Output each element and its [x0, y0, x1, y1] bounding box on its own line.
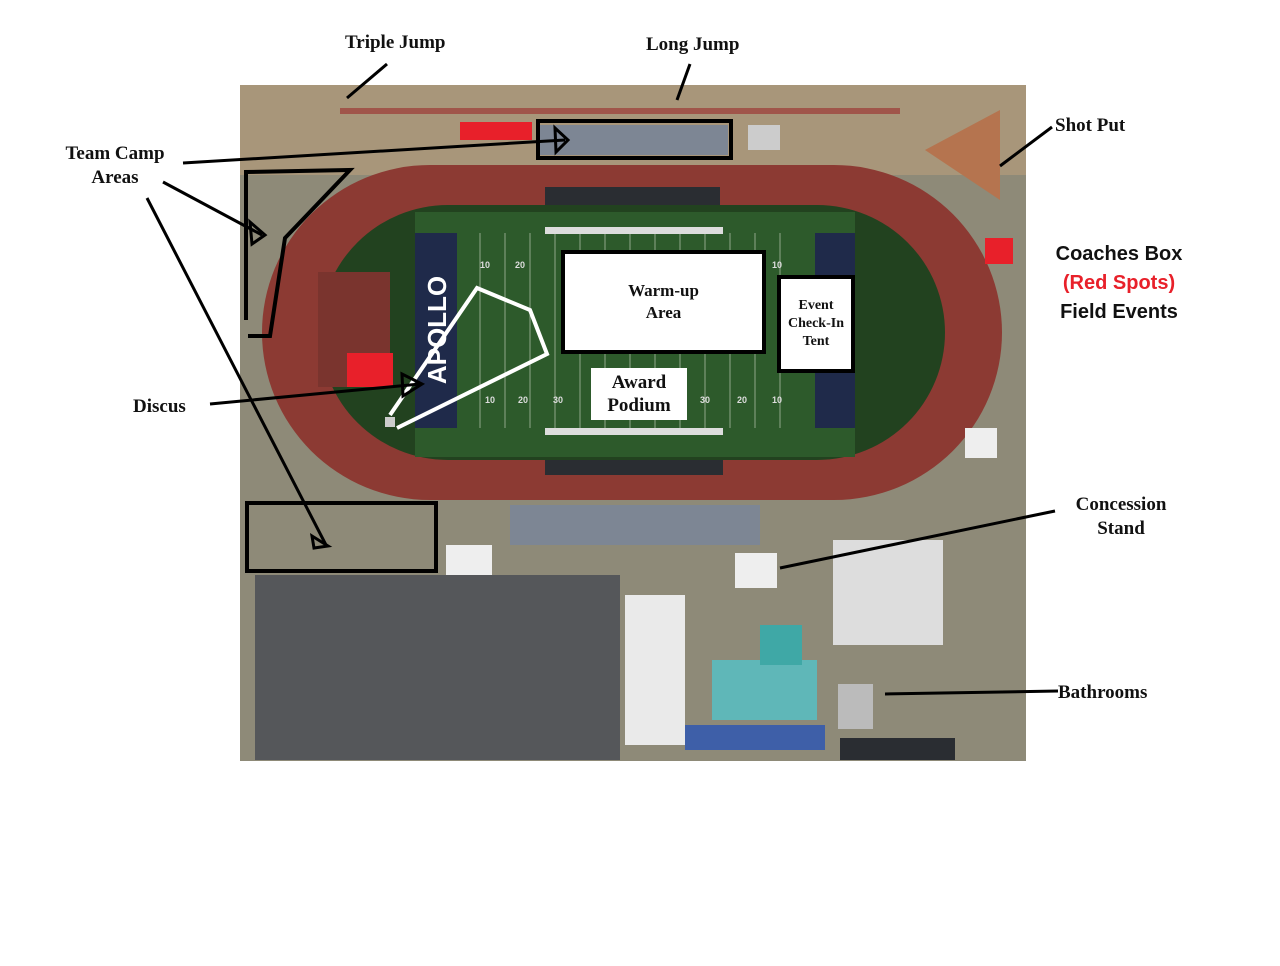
south-bleachers — [510, 505, 760, 545]
yard-number: 10 — [772, 395, 782, 405]
coaches-box-east — [985, 238, 1013, 264]
discus-pointer — [209, 382, 421, 406]
yard-number: 10 — [485, 395, 495, 405]
south-press-box — [545, 460, 723, 475]
legend: Coaches Box (Red Spots) Field Events — [1040, 240, 1198, 327]
south-camp-box — [245, 501, 438, 573]
building — [840, 738, 955, 760]
discus-label: Discus — [133, 396, 186, 417]
building — [965, 428, 997, 458]
yard-number: 30 — [553, 395, 563, 405]
shed — [748, 125, 780, 150]
yard-number: 20 — [737, 395, 747, 405]
bathrooms-pointer — [884, 689, 1059, 696]
checkin-label: Check-In — [787, 316, 844, 331]
legend-red-spots: (Red Spots) — [1062, 272, 1176, 294]
arrow-head-icon — [400, 371, 426, 399]
bathrooms-label: Bathrooms — [1058, 682, 1148, 703]
shot-put-label: Shot Put — [1055, 115, 1126, 136]
covered-structures — [833, 540, 943, 645]
legend-coaches-box: Coaches Box — [1055, 243, 1183, 265]
warmup-label: Area — [645, 303, 682, 322]
sideline-marker-bottom — [545, 428, 723, 435]
diving-pool — [760, 625, 802, 665]
arrow-head-icon — [309, 532, 333, 550]
triple-jump-pointer — [346, 62, 388, 100]
pool-deck — [685, 725, 825, 750]
press-box — [545, 187, 720, 205]
team-camp-label-line: Areas — [91, 167, 139, 188]
team-camp-pointer — [162, 180, 263, 237]
yard-number: 10 — [772, 260, 782, 270]
team-camp-label-line: Team Camp — [65, 143, 165, 164]
jump-runway — [340, 108, 900, 114]
bleacher-camp-box — [536, 119, 733, 160]
concession-label-line: Stand — [1097, 518, 1145, 539]
shot-put-area — [925, 110, 1000, 200]
discus-circle — [385, 417, 395, 427]
legend-field-events: Field Events — [1060, 301, 1178, 323]
west-camp-bracket — [244, 167, 355, 338]
yard-number: 10 — [480, 260, 490, 270]
discus-sector — [388, 285, 550, 430]
pool-building — [625, 595, 685, 745]
yard-number: 20 — [518, 395, 528, 405]
concession-pointer — [779, 509, 1056, 570]
arrow-head-icon — [248, 218, 268, 247]
concession-building — [735, 553, 777, 588]
building — [446, 545, 492, 575]
triple-jump-label: Triple Jump — [345, 32, 446, 53]
pool — [712, 660, 817, 720]
checkin-label: Tent — [802, 334, 830, 349]
coaches-box-north — [460, 122, 532, 140]
checkin-label: Event — [798, 298, 834, 313]
parking-lot — [255, 575, 620, 760]
yard-number: 30 — [700, 395, 710, 405]
long-jump-label: Long Jump — [646, 34, 740, 55]
yard-numbers: 10 20 10 10 20 30 30 20 10 — [480, 260, 782, 405]
team-camp-pointer — [145, 197, 328, 546]
coaches-box-west — [347, 353, 393, 387]
yard-number: 20 — [515, 260, 525, 270]
north-bleachers — [540, 125, 728, 155]
concession-label-line: Concession — [1075, 494, 1167, 515]
arrow-head-icon — [553, 124, 571, 156]
podium-label: Podium — [607, 395, 671, 416]
team-camp-pointer — [182, 138, 566, 165]
long-jump-pointer — [675, 63, 692, 101]
team-camp-label: Team Camp Areas — [56, 142, 174, 190]
podium-label: Award — [611, 372, 667, 393]
concession-label: Concession Stand — [1065, 493, 1177, 541]
sideline-marker-top — [545, 227, 723, 234]
shot-put-pointer — [999, 125, 1053, 168]
bathroom-building — [838, 684, 873, 729]
warmup-label: Warm-up — [628, 281, 699, 300]
annotations — [145, 62, 1059, 696]
